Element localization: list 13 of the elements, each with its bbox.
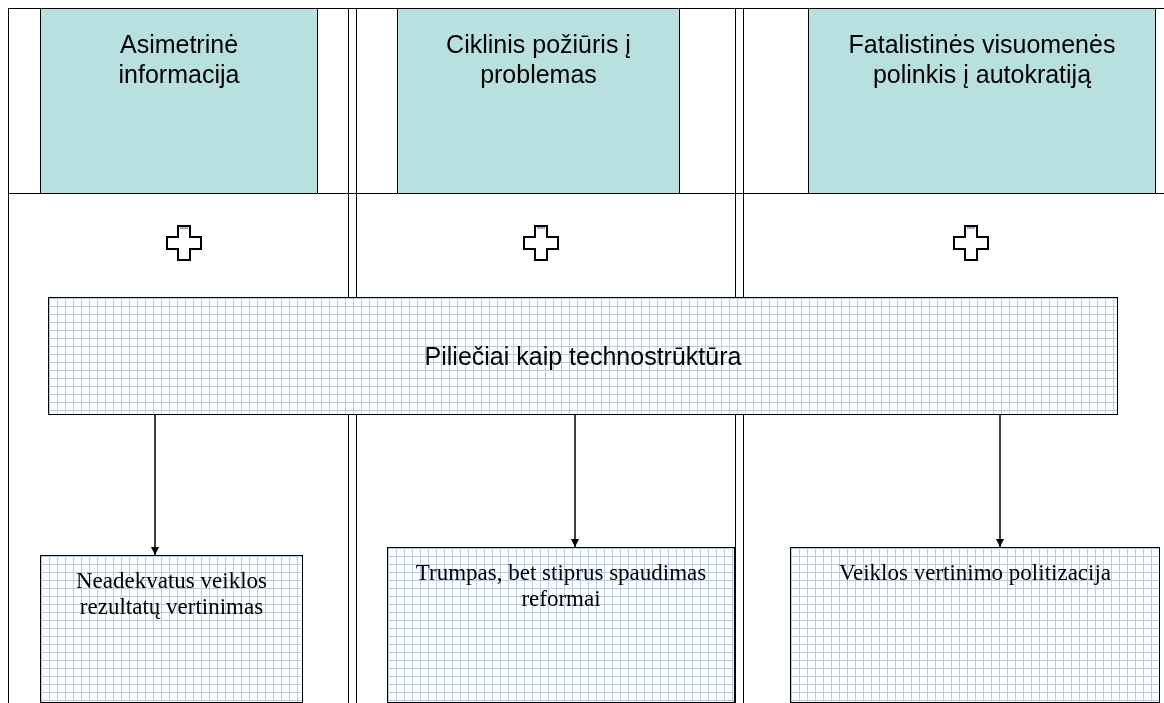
outcome-box: Veiklos vertinimo politizacija xyxy=(790,547,1160,703)
plus-icon xyxy=(523,225,559,261)
central-box: Piliečiai kaip technostrūktūra xyxy=(48,297,1118,415)
arrow xyxy=(151,414,159,556)
concept-box: Asimetrinė informacija xyxy=(40,8,318,194)
plus-icon xyxy=(953,225,989,261)
plus-icon xyxy=(166,225,202,261)
outcome-box: Neadekvatus veiklos rezultatų vertinimas xyxy=(40,555,303,703)
arrow xyxy=(571,414,579,548)
concept-box: Fatalistinės visuomenės polinkis į autokratiją xyxy=(808,8,1156,194)
arrow xyxy=(996,414,1004,548)
outcome-box: Trumpas, bet stiprus spaudimas reformai xyxy=(387,547,735,703)
concept-box: Ciklinis požiūris į problemas xyxy=(397,8,680,194)
